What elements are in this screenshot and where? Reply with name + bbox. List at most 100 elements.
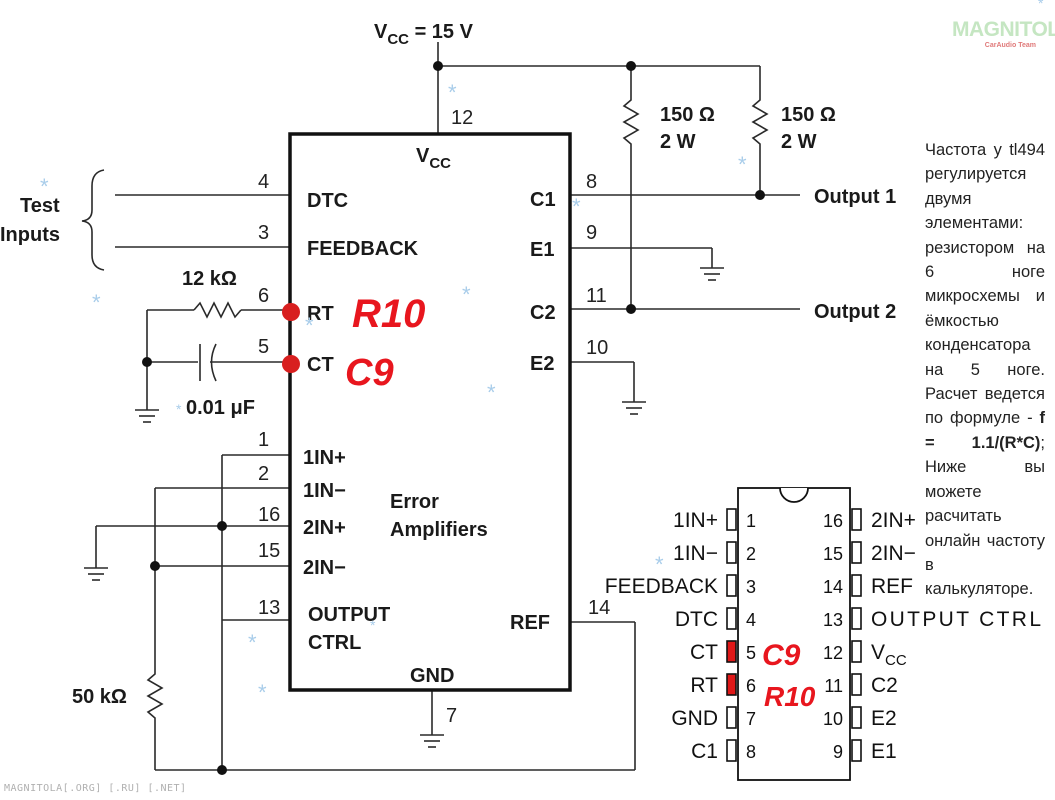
dip-pin-16-number: 16 xyxy=(823,511,843,531)
dip-pin-5-tab xyxy=(726,640,737,663)
dip-pin-8-tab xyxy=(726,739,737,762)
resistor-2-value: 150 Ω xyxy=(781,104,836,126)
output-1-label: Output 1 xyxy=(814,186,896,208)
dip-pin-1-number: 1 xyxy=(746,511,756,531)
magnitola-logo: MAGNITOLA CarAudio Team xyxy=(952,18,1055,52)
vcc-pin-label: VCC xyxy=(416,145,451,172)
dip-pin-15-tab xyxy=(851,541,862,564)
dip-pin-14-number: 14 xyxy=(823,577,843,597)
svg-text:*: * xyxy=(305,313,314,338)
dip-pin-2-tab xyxy=(726,541,737,564)
frequency-formula: f = 1.1/(R*C) xyxy=(925,409,1045,452)
dip-pin-15-name: 2IN− xyxy=(871,542,916,565)
supply-label: VCC = 15 V xyxy=(374,21,474,48)
svg-text:*: * xyxy=(462,282,471,307)
snowflake-decorations: * * * * * * * * * * * * * * xyxy=(40,0,1044,705)
pin-16-number: 16 xyxy=(258,504,280,526)
dip-pin-2-number: 2 xyxy=(746,544,756,564)
dip-pin-12-number: 12 xyxy=(823,643,843,663)
pot-value: 50 kΩ xyxy=(72,686,127,708)
in1p-label: 1IN+ xyxy=(303,447,346,469)
svg-text:*: * xyxy=(738,152,747,177)
dip-pin-7-number: 7 xyxy=(746,709,756,729)
dip-pin-7-name: GND xyxy=(671,707,718,730)
pinout-annotation-r10: R10 xyxy=(764,681,816,712)
dip-pin-4-number: 4 xyxy=(746,610,756,630)
ref-label: REF xyxy=(510,612,550,634)
error-amplifiers-label-2: Amplifiers xyxy=(390,519,488,541)
pin-7-number: 7 xyxy=(446,705,457,727)
dip-pin-11-name: C2 xyxy=(871,674,898,697)
output-ctrl-label-1: OUTPUT xyxy=(308,604,390,626)
c1-label: C1 xyxy=(530,189,556,211)
dip16-notch xyxy=(779,487,809,503)
in2p-label: 2IN+ xyxy=(303,517,346,539)
dip-pin-3-number: 3 xyxy=(746,577,756,597)
dip-pin-10-name: E2 xyxy=(871,707,897,730)
ic-body xyxy=(288,132,572,692)
svg-text:*: * xyxy=(258,680,267,705)
test-inputs-label-1: Test xyxy=(20,195,60,217)
dip-pin-1-name: 1IN+ xyxy=(673,509,718,532)
svg-text:*: * xyxy=(92,290,101,315)
pin-3-number: 3 xyxy=(258,222,269,244)
site-watermark: MAGNITOLA[.ORG] [.RU] [.NET] xyxy=(4,783,187,794)
dip-pin-16-tab xyxy=(851,508,862,531)
description-text-end: ; Ниже вы можете расчитать онлайн частот… xyxy=(925,433,1045,599)
dip-pin-1-tab xyxy=(726,508,737,531)
feedback-label: FEEDBACK xyxy=(307,238,419,260)
dip-pin-6-number: 6 xyxy=(746,676,756,696)
pinout-annotation-c9: C9 xyxy=(762,639,801,672)
e2-label: E2 xyxy=(530,353,554,375)
dip-pin-10-tab xyxy=(851,706,862,729)
dip-pin-11-number: 11 xyxy=(824,676,843,696)
dip-pin-4-tab xyxy=(726,607,737,630)
svg-text:*: * xyxy=(448,80,457,105)
svg-text:*: * xyxy=(248,630,257,655)
dip-pin-8-name: C1 xyxy=(691,740,718,763)
dip-pin-15-number: 15 xyxy=(823,544,843,564)
svg-text:*: * xyxy=(572,194,581,219)
pin-6-number: 6 xyxy=(258,285,269,307)
svg-text:*: * xyxy=(655,552,664,577)
pin-9-number: 9 xyxy=(586,222,597,244)
gnd-label: GND xyxy=(410,665,454,687)
pin-4-number: 4 xyxy=(258,171,269,193)
resistor-1-power: 2 W xyxy=(660,131,696,153)
dip-pin-14-name: REF xyxy=(871,575,913,598)
pin-14-number: 14 xyxy=(588,597,610,619)
pin-15-number: 15 xyxy=(258,540,280,562)
e1-label: E1 xyxy=(530,239,554,261)
rt-label: RT xyxy=(307,303,334,325)
dip-pin-3-name: FEEDBACK xyxy=(605,575,718,598)
pin-12-number: 12 xyxy=(451,107,473,129)
dip-pin-9-number: 9 xyxy=(833,742,843,762)
dip-pin-6-name: RT xyxy=(690,674,718,697)
svg-text:*: * xyxy=(1038,0,1044,11)
dip16-body xyxy=(737,487,851,781)
dip-pin-12-name: VCC xyxy=(871,641,907,669)
dip-pin-13-tab xyxy=(851,607,862,630)
logo-main-text: MAGNITOLA xyxy=(952,18,1055,41)
dip-pin-9-tab xyxy=(851,739,862,762)
pin-11-number: 11 xyxy=(586,285,607,307)
resistor-2-power: 2 W xyxy=(781,131,817,153)
svg-text:*: * xyxy=(370,617,376,633)
dip-pin-6-tab xyxy=(726,673,737,696)
frequency-description: Частота у tl494 регулируется двумя элеме… xyxy=(925,138,1045,602)
dip-pin-16-name: 2IN+ xyxy=(871,509,916,532)
pin-2-number: 2 xyxy=(258,463,269,485)
dip-pin-2-name: 1IN− xyxy=(673,542,718,565)
dip-pin-11-tab xyxy=(851,673,862,696)
rt-resistor-value: 12 kΩ xyxy=(182,268,237,290)
pin-markers xyxy=(282,303,300,373)
dip-pin-13-number: 13 xyxy=(823,610,843,630)
logo-sub-text: CarAudio Team xyxy=(984,42,1036,49)
dip-pin-8-number: 8 xyxy=(746,742,756,762)
annotation-c9: C9 xyxy=(345,352,394,394)
dip-pin-3-tab xyxy=(726,574,737,597)
dip-pin-5-number: 5 xyxy=(746,643,756,663)
